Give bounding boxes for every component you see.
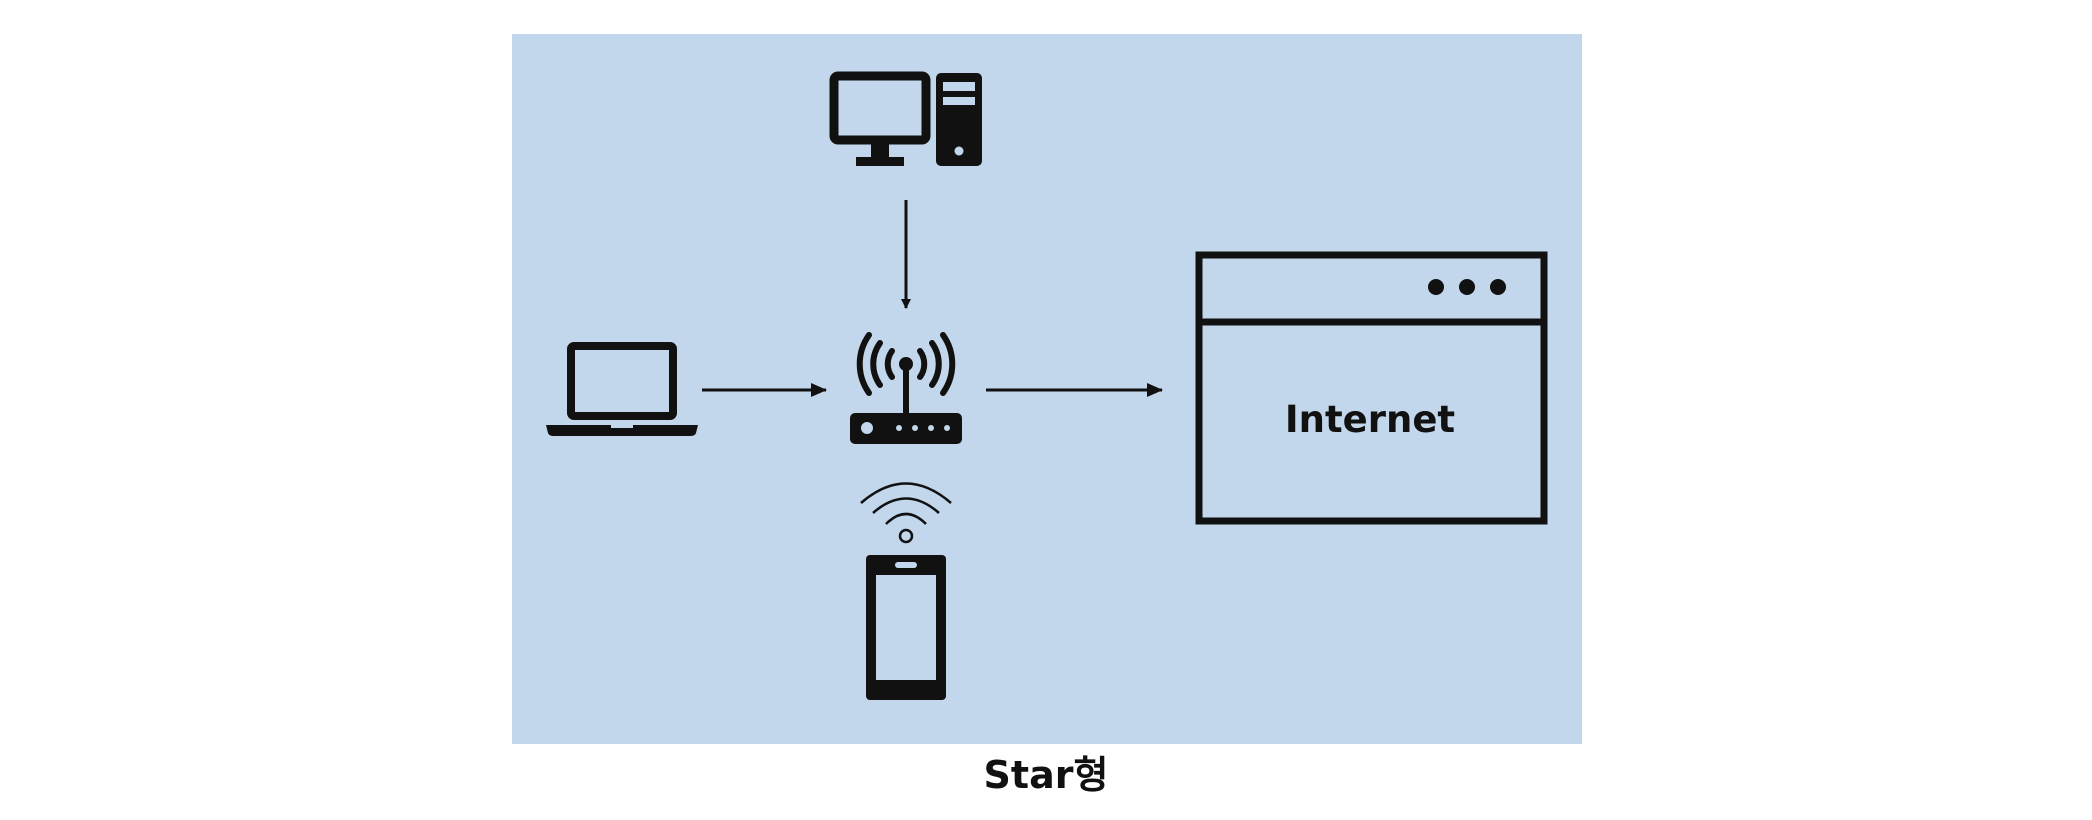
browser-window-icon [1195, 251, 1548, 525]
desktop-computer-icon [829, 71, 982, 166]
internet-label: Internet [1285, 398, 1455, 441]
wifi-signal-icon [860, 482, 952, 544]
diagram-caption: Star형 [983, 753, 1109, 797]
laptop-icon [546, 342, 698, 436]
wifi-router-icon [850, 332, 962, 444]
smartphone-icon [866, 555, 946, 700]
